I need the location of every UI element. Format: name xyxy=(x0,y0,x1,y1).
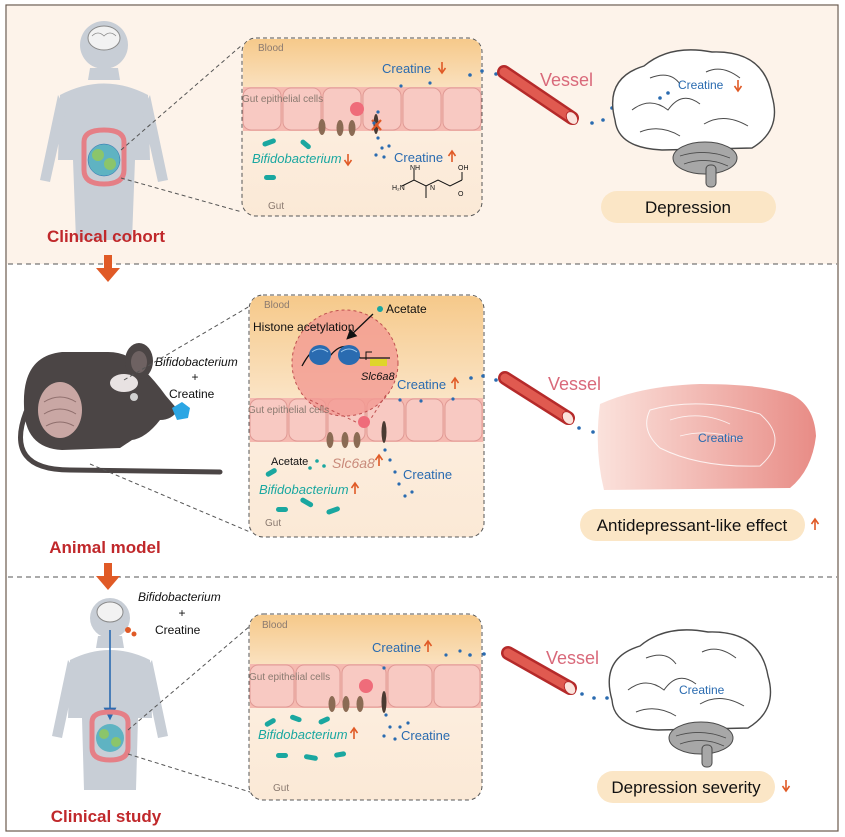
creatine-label: Creatine xyxy=(403,467,452,482)
zoom-line xyxy=(127,753,251,793)
treatment-plus: + xyxy=(191,370,198,384)
epithelial-label: Gut epithelial cells xyxy=(242,94,323,105)
zoom-line xyxy=(123,305,251,381)
creatine-label: Creatine xyxy=(401,728,450,743)
epithelial-label: Gut epithelial cells xyxy=(248,405,329,416)
creatine-dots xyxy=(658,91,670,100)
epithelial-layer xyxy=(249,664,481,713)
creatine-label: Creatine xyxy=(382,61,431,76)
epithelial-layer xyxy=(242,87,482,136)
intestine-icon xyxy=(81,127,127,187)
creatine-structure-icon: NH H₂N N OH O xyxy=(392,165,469,198)
acetate-dot xyxy=(377,306,383,312)
svg-text:OH: OH xyxy=(458,165,469,172)
gut-label: Gut xyxy=(273,783,289,794)
vessel-label: Vessel xyxy=(548,374,601,394)
creatine-label: Creatine xyxy=(397,377,446,392)
gut-zoom-panel: Acetate Histone acetylation Slc6a8 Blood… xyxy=(248,294,485,538)
vessel-label: Vessel xyxy=(540,70,593,90)
epithelial-label: Gut epithelial cells xyxy=(249,672,330,683)
creatine-pill-icon xyxy=(172,402,190,420)
outcome-box xyxy=(597,771,775,803)
svg-text:N: N xyxy=(430,185,435,192)
vessel-icon xyxy=(498,371,575,425)
zoom-line xyxy=(369,394,387,421)
brain-icon xyxy=(608,629,772,768)
gene-label: Slc6a8 xyxy=(361,371,396,383)
section-title: Animal model xyxy=(49,538,160,557)
gene-label: Slc6a8 xyxy=(332,455,375,471)
bacteria-icon xyxy=(265,459,340,515)
outcome-label: Antidepressant-like effect xyxy=(597,516,788,535)
bacteria-label: Bifidobacterium xyxy=(258,727,348,742)
brain-icon xyxy=(611,49,776,188)
zoom-line xyxy=(127,625,251,731)
blood-label: Blood xyxy=(262,620,288,631)
mouse-brain-slice xyxy=(597,384,816,490)
treatment-plus: + xyxy=(178,606,185,620)
vessel-icon xyxy=(501,646,577,695)
creatine-label: Creatine xyxy=(394,150,443,165)
blood-label: Blood xyxy=(258,43,284,54)
vessel-label: Vessel xyxy=(546,648,599,668)
treatment-bacteria-label: Bifidobacterium xyxy=(138,590,221,604)
treatment-creatine-label: Creatine xyxy=(155,623,201,637)
creatine-dots xyxy=(468,69,614,125)
section-arrow xyxy=(96,563,120,590)
brain-creatine-label: Creatine xyxy=(698,431,744,445)
bacteria-label: Bifidobacterium xyxy=(259,482,349,497)
outcome-label: Depression severity xyxy=(611,778,761,797)
bacteria-icon xyxy=(262,138,311,180)
brain-creatine-label: Creatine xyxy=(679,683,725,697)
gut-zoom-panel: Blood Gut epithelial cells Gut Creatine … xyxy=(241,37,483,217)
treatment-bacteria-label: Bifidobacterium xyxy=(155,355,238,369)
section-title: Clinical cohort xyxy=(47,227,165,246)
creatine-dots xyxy=(372,81,432,159)
nucleosome-icon xyxy=(301,345,390,367)
outcome-label: Depression xyxy=(645,198,731,217)
svg-text:O: O xyxy=(458,191,464,198)
gut-label: Gut xyxy=(265,518,281,529)
gut-zoom-panel: Blood Gut epithelial cells Gut Creatine … xyxy=(248,613,483,801)
treatment-creatine-label: Creatine xyxy=(169,387,215,401)
supplement-icon xyxy=(125,627,137,637)
svg-text:NH: NH xyxy=(410,165,420,172)
acetate-label: Acetate xyxy=(386,302,427,316)
outcome-box xyxy=(580,509,805,541)
intestine-icon xyxy=(89,709,131,763)
acetate-label: Acetate xyxy=(271,456,308,468)
blood-label: Blood xyxy=(264,300,290,311)
gut-label: Gut xyxy=(268,201,284,212)
bacteria-icon xyxy=(264,714,347,761)
acetate-arrow xyxy=(346,313,374,340)
outcome-box xyxy=(601,191,776,223)
creatine-dots xyxy=(383,397,455,498)
creatine-label: Creatine xyxy=(372,640,421,655)
vessel-icon xyxy=(497,65,579,125)
brain-creatine-label: Creatine xyxy=(678,78,724,92)
creatine-dots xyxy=(382,649,462,741)
bacteria-label: Bifidobacterium xyxy=(252,151,342,166)
zoom-line xyxy=(89,463,251,533)
svg-text:H₂N: H₂N xyxy=(392,185,405,192)
zoom-line xyxy=(309,399,359,424)
zoom-line xyxy=(120,44,243,151)
section-arrow xyxy=(96,255,120,282)
mouse-icon xyxy=(18,343,223,475)
section-title: Clinical study xyxy=(51,807,162,826)
histone-label: Histone acetylation xyxy=(253,320,354,334)
